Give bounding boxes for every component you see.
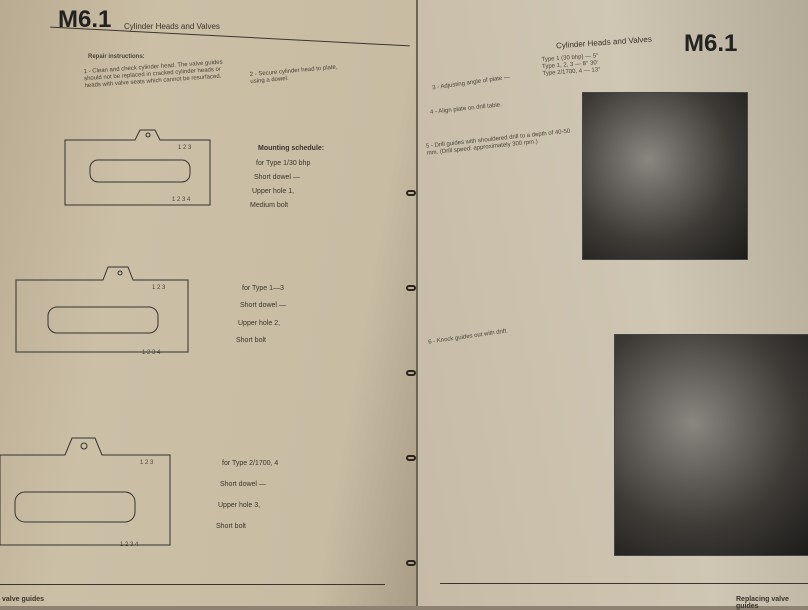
knocking-guides-photo <box>614 334 808 556</box>
step-3: 3 - Adjusting angle of plate — <box>431 74 511 92</box>
schedule-line: Upper hole 2, <box>238 320 281 327</box>
binder-ring <box>406 285 416 291</box>
binder-ring <box>406 560 416 566</box>
footer-label: Replacing valve guides <box>736 596 789 610</box>
hole-numbers: 1 2 3 <box>140 460 154 466</box>
mounting-schedule-heading: Mounting schedule: <box>258 145 325 152</box>
plate-angles: Type 1 (30 bhp) — 5° Type 1, 2, 3 — 8° 3… <box>541 51 632 78</box>
page-title: Cylinder Heads and Valves <box>555 34 653 51</box>
hole-numbers: 1 2 3 <box>178 145 192 151</box>
footer-label: valve guides <box>2 596 45 603</box>
right-page: Cylinder Heads and Valves M6.1 3 - Adjus… <box>416 0 808 610</box>
cylinder-head-diagram <box>0 437 171 546</box>
schedule-line: for Type 1/30 bhp <box>256 160 311 167</box>
schedule-line: Short dowel — <box>240 302 286 309</box>
hole-numbers: 1 2 3 4 <box>120 542 139 548</box>
step-6: 6 - Knock guides out with drift. <box>427 328 509 346</box>
schedule-line: Medium bolt <box>250 202 289 209</box>
binder-ring <box>406 370 416 376</box>
cylinder-head-photo <box>582 92 748 260</box>
schedule-line: Upper hole 1, <box>252 188 295 195</box>
hole-numbers: 1 2 3 4 <box>142 350 161 356</box>
repair-heading: Repair instructions: <box>88 54 145 60</box>
page-title: Cylinder Heads and Valves <box>124 22 220 31</box>
schedule-line: Upper hole 3, <box>218 502 261 509</box>
schedule-line: Short bolt <box>236 337 266 344</box>
schedule-line: Short dowel — <box>254 174 300 181</box>
schedule-line: for Type 1—3 <box>242 285 284 292</box>
schedule-line: Short bolt <box>216 523 246 530</box>
hole-numbers: 1 2 3 4 <box>172 197 191 203</box>
step-1: 1 - Clean and check cylinder head. The v… <box>83 59 223 90</box>
binder-ring <box>406 455 416 461</box>
step-5: 5 - Drill guides with shouldered drill t… <box>425 128 571 157</box>
hole-numbers: 1 2 3 <box>152 285 166 291</box>
binder-ring <box>406 190 416 196</box>
cylinder-head-diagram <box>64 129 211 206</box>
schedule-line: for Type 2/1700, 4 <box>222 460 279 467</box>
schedule-line: Short dowel — <box>220 481 266 488</box>
section-number: M6.1 <box>684 30 738 57</box>
cylinder-head-diagram <box>15 266 189 353</box>
step-2: 2 - Secure cylinder head to plate, using… <box>249 64 338 86</box>
step-4: 4 - Align plate on drill table. <box>429 102 503 116</box>
left-page: M6.1 Cylinder Heads and Valves Repair in… <box>0 0 418 606</box>
